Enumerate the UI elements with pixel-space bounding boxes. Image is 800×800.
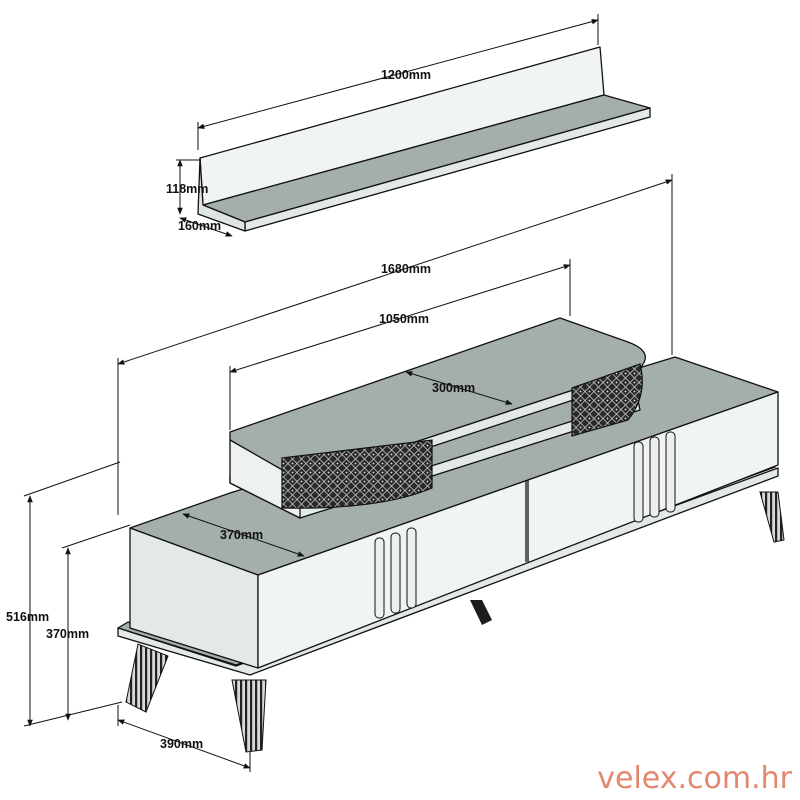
shelf-height-label: 118mm — [166, 182, 208, 196]
leg-front-left — [125, 643, 169, 713]
body-height-label: 370mm — [46, 627, 89, 641]
total-height-label: 516mm — [6, 610, 49, 624]
leg-front-center — [231, 679, 267, 753]
unit-depth-label: 390mm — [160, 737, 203, 751]
door-handle-left — [374, 527, 417, 619]
unit-depth-dimension: 390mm — [117, 705, 251, 772]
total-height-dimension: 516mm — [6, 461, 123, 727]
quilted-panel-left — [281, 439, 433, 509]
cabinet-front — [257, 391, 779, 669]
leg-back-right — [759, 491, 785, 543]
shelf-width-dimension: 1200mm — [197, 14, 599, 150]
shelf-width-label: 1200mm — [381, 68, 431, 82]
brand-watermark: velex.com.hr — [597, 761, 792, 796]
top-tier-gap-dimension: 300mm — [405, 371, 513, 405]
body-height-dimension: 370mm — [46, 524, 131, 721]
base-plinth-front — [117, 467, 779, 676]
quilted-panel-right — [571, 363, 643, 437]
cabinet-depth-inner-dimension: 370mm — [182, 513, 305, 557]
top-tier-width-label: 1050mm — [379, 312, 429, 326]
unit-width-label: 1680mm — [381, 262, 431, 276]
leg-back-left — [470, 600, 492, 625]
cabinet-depth-inner-label: 370mm — [220, 528, 263, 542]
top-tier-gap-label: 300mm — [432, 381, 475, 395]
top-tier-width-dimension: 1050mm — [229, 259, 571, 430]
door-handle-right — [633, 431, 676, 523]
shelf-depth-label: 160mm — [178, 219, 221, 233]
